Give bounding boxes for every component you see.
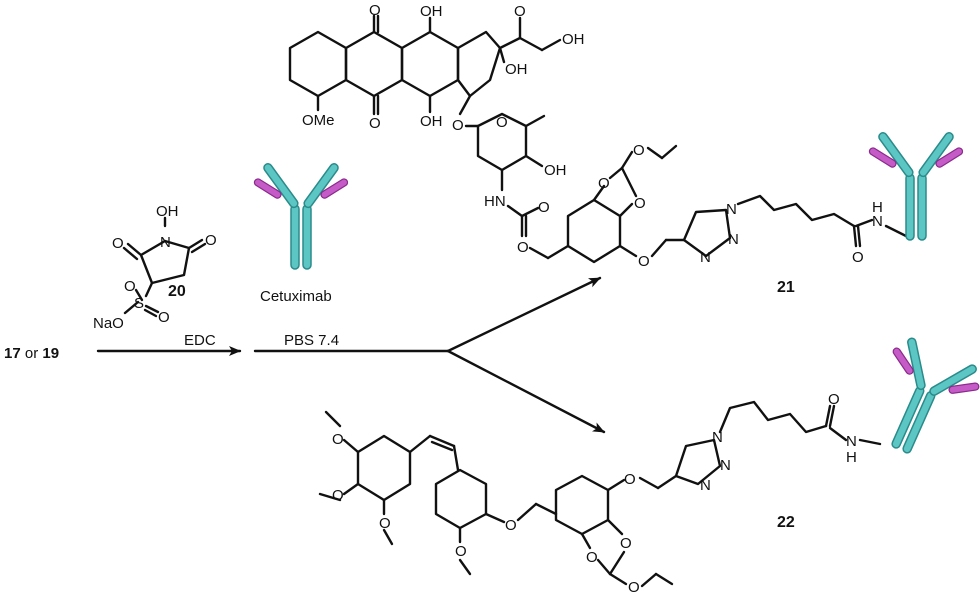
c21-n-amide: N — [872, 213, 883, 230]
c21-hn: HN — [484, 193, 506, 210]
c20-o-s: O — [158, 309, 170, 326]
compound-22-label: 22 — [777, 514, 795, 531]
c22-n3: N — [700, 477, 711, 494]
reagent-edc: EDC — [184, 332, 216, 349]
c21-oh2: OH — [420, 113, 443, 130]
c20-o-left: O — [112, 235, 124, 252]
c21-oh-sugar: OH — [544, 162, 567, 179]
compound-20-label: 20 — [168, 283, 186, 300]
c21-oh-ring: OH — [505, 61, 528, 78]
c21-o-sugar: O — [496, 114, 508, 131]
c22-h-amide: H — [846, 449, 857, 466]
c22-o-diox1: O — [586, 549, 598, 566]
c20-n: N — [160, 234, 171, 251]
c22-o-ether: O — [505, 517, 517, 534]
antibody-22-icon — [891, 337, 980, 454]
antibody-name: Cetuximab — [260, 288, 332, 305]
c22-o-me1: O — [332, 431, 344, 448]
reagent-pbs: PBS 7.4 — [284, 332, 339, 349]
c22-n2: N — [720, 457, 731, 474]
starting-material-label: 17 or 19 — [4, 345, 59, 362]
c21-o-carb: O — [538, 199, 550, 216]
c22-o-me4: O — [455, 543, 467, 560]
antibody-icon — [253, 163, 349, 270]
c21-o-keto: O — [514, 3, 526, 20]
c22-o-me2: O — [332, 487, 344, 504]
compound-21-label: 21 — [777, 279, 795, 296]
c21-o-link: O — [638, 253, 650, 270]
product-21-structure: O OH O OH OH OMe O OH O O OH HN O O — [288, 2, 908, 270]
c21-n2: N — [728, 231, 739, 248]
reaction-arrows — [96, 276, 606, 434]
c22-n1: N — [712, 429, 723, 446]
c20-s: S — [134, 295, 144, 312]
c21-o-gly: O — [452, 117, 464, 134]
compound-20-structure: OH N O O O S O NaO 20 — [93, 203, 217, 332]
compound-19-label: 19 — [42, 345, 59, 362]
c21-o-q1: O — [369, 2, 381, 19]
c21-oh1: OH — [420, 3, 443, 20]
arrow-to-22 — [446, 349, 606, 434]
compound-17-label: 17 — [4, 345, 21, 362]
c22-o-link: O — [624, 471, 636, 488]
c22-o-amide: O — [828, 391, 840, 408]
c21-n1: N — [726, 201, 737, 218]
arrow-to-21 — [446, 276, 602, 353]
or-text: or — [21, 345, 43, 362]
antibody-21-icon — [868, 132, 964, 241]
c22-o-diox2: O — [620, 535, 632, 552]
c20-o-right: O — [205, 232, 217, 249]
c21-o-ethoxy: O — [633, 142, 645, 159]
c22-o-me3: O — [379, 515, 391, 532]
product-22-structure: O O O O O O O O O N — [318, 391, 882, 596]
c20-nao: NaO — [93, 315, 124, 332]
c21-o-q2: O — [369, 115, 381, 132]
c21-oh-chain: OH — [562, 31, 585, 48]
c21-n3: N — [700, 249, 711, 266]
c21-o-diox1: O — [598, 175, 610, 192]
c21-o-carb2: O — [517, 239, 529, 256]
c22-n-amide: N — [846, 433, 857, 450]
c22-o-ethoxy: O — [628, 579, 640, 596]
c21-o-diox2: O — [634, 195, 646, 212]
c20-o-top: O — [124, 278, 136, 295]
c21-h-amide: H — [872, 199, 883, 216]
c21-ome: OMe — [302, 112, 335, 129]
c21-o-amide: O — [852, 249, 864, 266]
c20-oh: OH — [156, 203, 179, 220]
